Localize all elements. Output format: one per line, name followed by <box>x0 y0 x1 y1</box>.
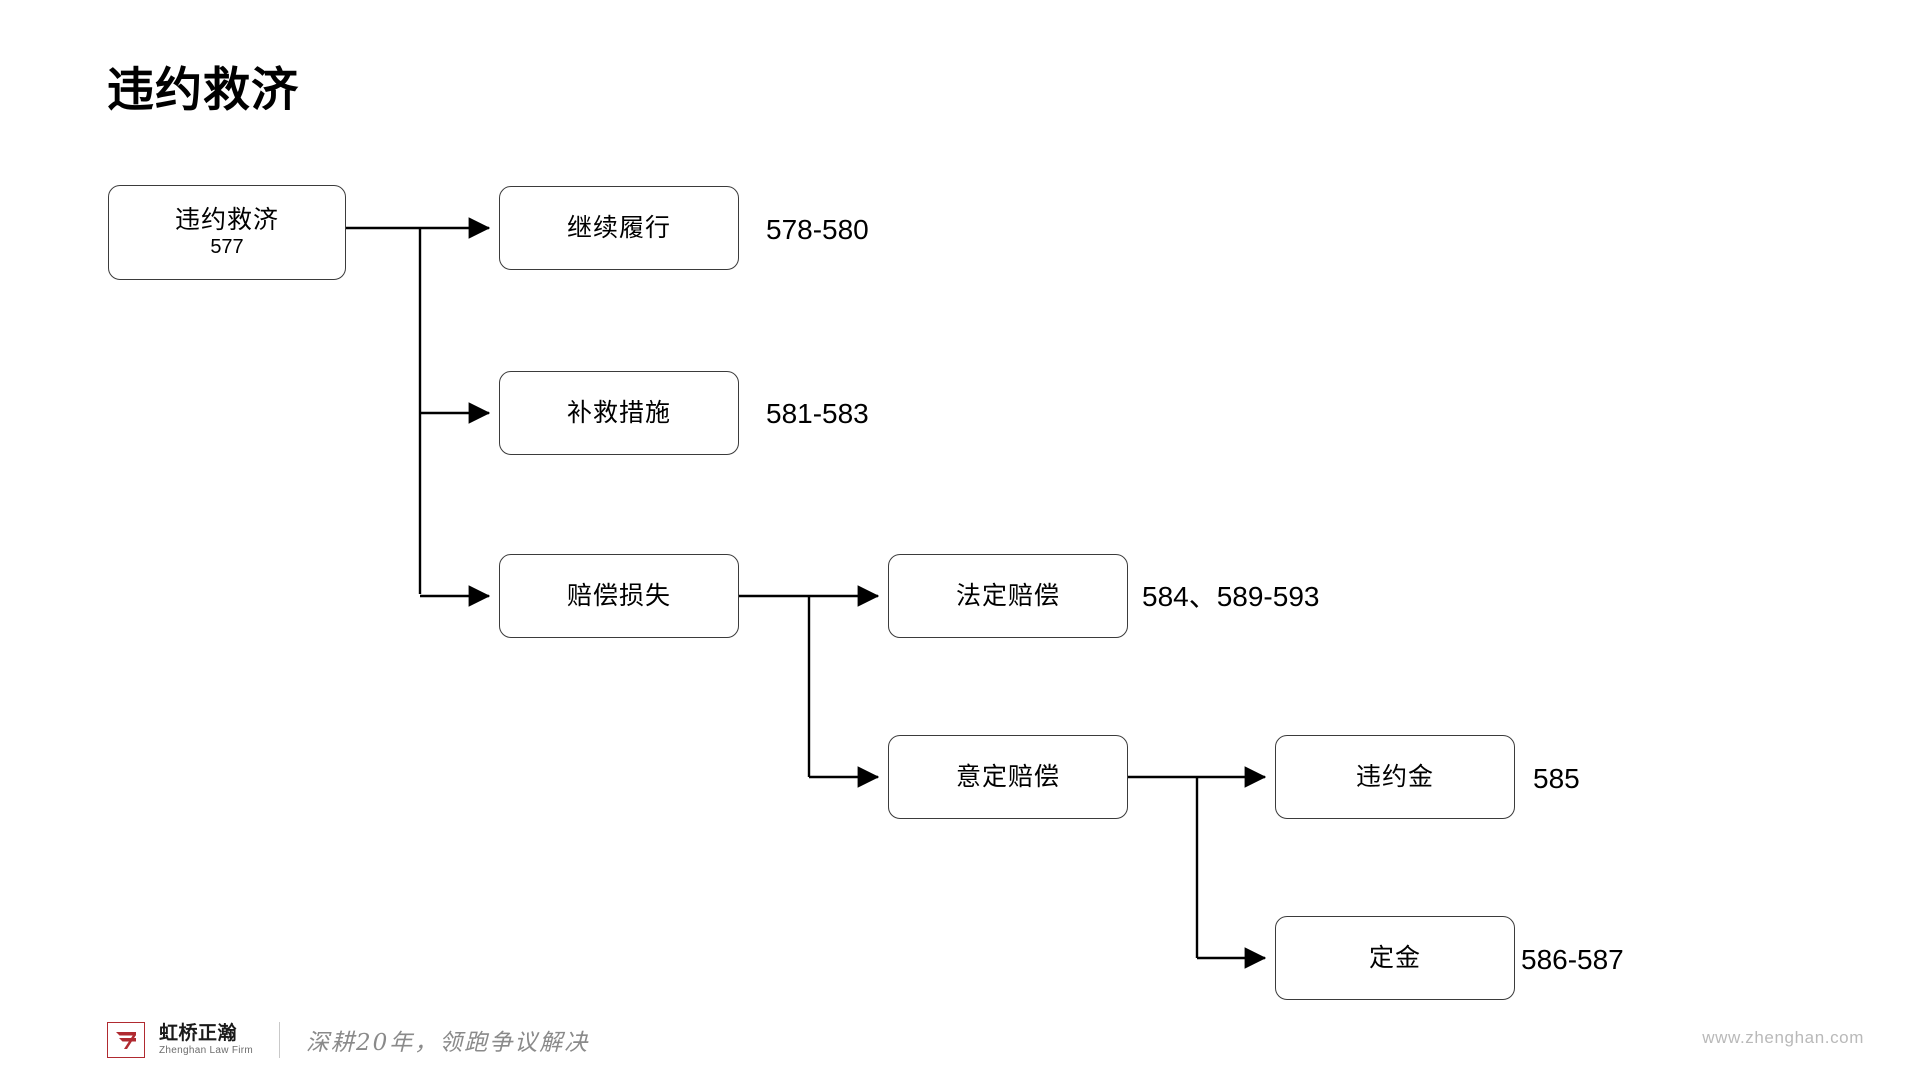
brand-slogan: 深耕20年，领跑争议解决 <box>306 1030 590 1056</box>
node-label: 意定赔偿 <box>955 762 1060 791</box>
slide-footer: 虹桥正瀚 Zhenghan Law Firm 深耕20年，领跑争议解决 www.… <box>0 990 1920 1080</box>
node-label: 违约救济 <box>174 205 279 234</box>
zhenghan-logo-icon <box>107 1022 145 1058</box>
brand-text: 虹桥正瀚 Zhenghan Law Firm <box>159 1024 253 1056</box>
edge-root-to-branches <box>346 217 491 607</box>
node-label: 继续履行 <box>566 213 671 242</box>
node-label: 法定赔偿 <box>955 581 1060 610</box>
footer-website-url: www.zhenghan.com <box>1702 1028 1864 1047</box>
brand-name-cn: 虹桥正瀚 <box>159 1023 238 1044</box>
node-compensation-for-losses[interactable]: 赔偿损失 <box>499 554 739 638</box>
node-continue-performance[interactable]: 继续履行 <box>499 186 739 270</box>
node-agreed-compensation[interactable]: 意定赔偿 <box>888 735 1128 819</box>
node-breach-relief[interactable]: 违约救济 577 <box>108 185 346 280</box>
node-label: 违约金 <box>1355 762 1434 791</box>
node-statutory-compensation[interactable]: 法定赔偿 <box>888 554 1128 638</box>
brand-divider <box>279 1022 281 1058</box>
article-ref-liquidated-damages: 585 <box>1533 763 1580 794</box>
node-article-number: 577 <box>210 236 244 259</box>
article-ref-remedial-measures: 581-583 <box>766 398 869 429</box>
brand-name-en: Zhenghan Law Firm <box>159 1045 254 1056</box>
edge-agreed-to-children <box>1128 766 1267 969</box>
node-remedial-measures[interactable]: 补救措施 <box>499 371 739 455</box>
edge-damages-to-children <box>739 585 880 788</box>
node-label: 定金 <box>1368 943 1421 972</box>
article-ref-continue-performance: 578-580 <box>766 214 869 245</box>
page-title: 违约救济 <box>107 63 299 116</box>
node-liquidated-damages[interactable]: 违约金 <box>1275 735 1515 819</box>
article-ref-deposit: 586-587 <box>1521 944 1624 975</box>
node-deposit[interactable]: 定金 <box>1275 916 1515 1000</box>
node-label: 补救措施 <box>566 398 671 427</box>
article-ref-statutory-compensation: 584、589-593 <box>1142 581 1320 612</box>
brand-lockup: 虹桥正瀚 Zhenghan Law Firm 深耕20年，领跑争议解决 <box>107 1022 589 1058</box>
node-label: 赔偿损失 <box>566 581 671 610</box>
